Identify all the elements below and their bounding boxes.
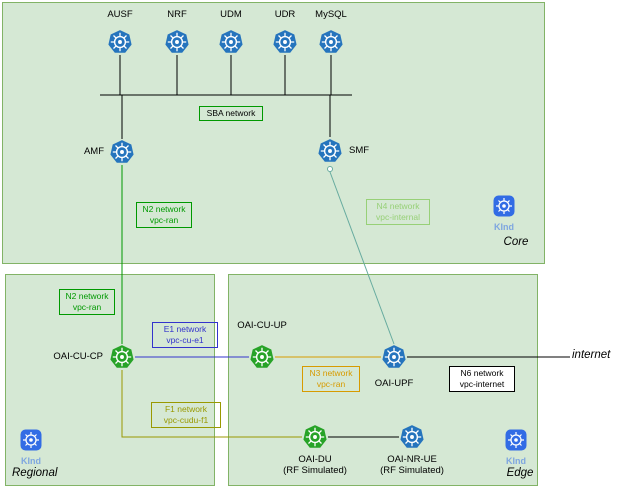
e1-network-label: E1 network vpc-cu-e1 <box>152 322 218 349</box>
node-oai-nr-ue <box>399 424 425 450</box>
oai-cu-up-label: OAI-CU-UP <box>237 320 287 331</box>
network-label-line: N6 network <box>460 368 504 378</box>
k8s-pod-icon <box>107 29 133 55</box>
region-name-edge: Edge <box>506 467 534 479</box>
region-core <box>2 2 545 264</box>
smf-label: SMF <box>349 145 370 156</box>
kind-logo-text: KInd <box>494 222 514 232</box>
network-label-line: N2 network <box>65 291 109 301</box>
kind-logo-text: KInd <box>506 456 526 466</box>
ausf-label: AUSF <box>107 9 133 20</box>
kind-logo-text: KInd <box>21 456 41 466</box>
network-label-line: N2 network <box>142 204 186 214</box>
sba-network-label: SBA network <box>199 106 263 122</box>
node-nrf <box>164 29 190 55</box>
kind-logo-icon <box>504 428 528 452</box>
kind-cluster-core: KInd <box>480 194 528 232</box>
oai-upf-label: OAI-UPF <box>374 378 414 389</box>
k8s-pod-icon <box>249 344 275 370</box>
mysql-label: MySQL <box>315 9 347 20</box>
node-smf <box>317 138 343 164</box>
udr-label: UDR <box>274 9 296 20</box>
k8s-pod-icon <box>272 29 298 55</box>
n3-network-label: N3 network vpc-ran <box>302 366 360 393</box>
kind-cluster-edge: KInd <box>492 428 540 466</box>
network-label-line: vpc-ran <box>149 215 179 226</box>
network-label-line: vpc-ran <box>72 302 102 313</box>
network-label-line: F1 network <box>164 404 208 414</box>
node-oai-cu-up <box>249 344 275 370</box>
region-name-core: Core <box>503 236 529 248</box>
n4-network-label: N4 network vpc-internal <box>366 199 430 226</box>
node-sublabel-line: (RF Simulated) <box>380 465 444 477</box>
network-label-line: N4 network <box>376 201 420 211</box>
node-oai-cu-cp <box>109 344 135 370</box>
n6-network-label: N6 network vpc-internet <box>449 366 515 393</box>
k8s-pod-icon <box>317 138 343 164</box>
k8s-pod-icon <box>381 344 407 370</box>
network-label-line: vpc-cu-e1 <box>166 335 204 346</box>
node-sublabel-line: (RF Simulated) <box>283 465 347 477</box>
network-label-line: vpc-cudu-f1 <box>163 415 209 426</box>
network-label-line: N3 network <box>309 368 353 378</box>
oai-cu-cp-label: OAI-CU-CP <box>53 351 103 362</box>
internet-label: internet <box>572 349 611 361</box>
network-label-line: SBA network <box>206 108 256 118</box>
network-label-line: vpc-internal <box>376 212 420 223</box>
node-oai-upf <box>381 344 407 370</box>
node-mysql <box>318 29 344 55</box>
n2-network-label-regional: N2 network vpc-ran <box>59 289 115 316</box>
network-label-line: vpc-internet <box>459 379 505 390</box>
node-oai-du <box>302 424 328 450</box>
network-label-line: vpc-ran <box>316 379 346 390</box>
k8s-pod-icon <box>109 344 135 370</box>
k8s-pod-icon <box>302 424 328 450</box>
oai-du-label: OAI-DU (RF Simulated) <box>270 454 360 477</box>
udm-label: UDM <box>220 9 242 20</box>
kind-logo-icon <box>492 194 516 218</box>
node-label-line: OAI-DU <box>298 454 332 465</box>
k8s-pod-icon <box>218 29 244 55</box>
node-udr <box>272 29 298 55</box>
n2-network-label-core: N2 network vpc-ran <box>136 202 192 229</box>
k8s-pod-icon <box>399 424 425 450</box>
nrf-label: NRF <box>167 9 187 20</box>
node-udm <box>218 29 244 55</box>
node-ausf <box>107 29 133 55</box>
kind-logo-icon <box>19 428 43 452</box>
f1-network-label: F1 network vpc-cudu-f1 <box>151 402 221 429</box>
region-name-regional: Regional <box>12 467 58 479</box>
k8s-pod-icon <box>164 29 190 55</box>
node-amf <box>109 139 135 165</box>
network-label-line: E1 network <box>163 324 207 334</box>
oai-nr-ue-label: OAI-NR-UE (RF Simulated) <box>367 454 457 477</box>
node-label-line: OAI-NR-UE <box>387 454 437 465</box>
amf-label: AMF <box>83 146 104 157</box>
kind-cluster-regional: KInd <box>7 428 55 466</box>
k8s-pod-icon <box>318 29 344 55</box>
k8s-pod-icon <box>109 139 135 165</box>
